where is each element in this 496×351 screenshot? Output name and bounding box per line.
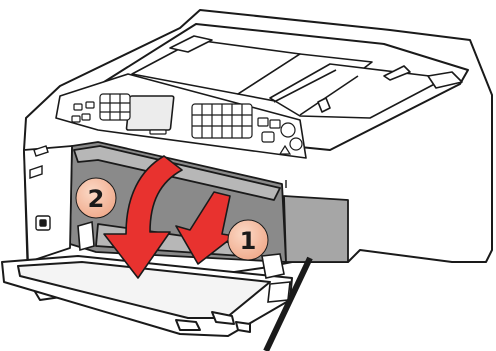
- lcd-screen: [126, 96, 174, 130]
- step-number-1: 1: [240, 227, 257, 255]
- step-number-2: 2: [88, 185, 105, 213]
- step-badge-1: 1: [228, 220, 268, 260]
- step-badge-2: 2: [76, 178, 116, 218]
